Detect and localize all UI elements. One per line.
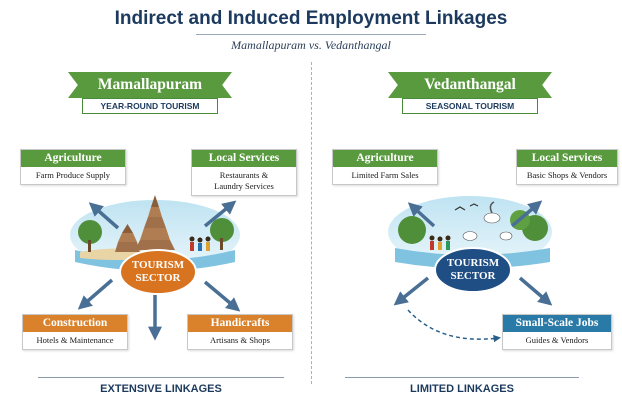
box-title: Construction	[23, 315, 127, 332]
mamallapuram-construction-box: Construction Hotels & Maintenance	[22, 314, 128, 350]
box-title: Small-Scale Jobs	[503, 315, 611, 332]
mamallapuram-local-services-box: Local Services Restaurants & Laundry Ser…	[191, 149, 297, 196]
box-body-line: Restaurants &	[219, 170, 269, 180]
mamallapuram-arrows	[77, 200, 241, 341]
mamallapuram-banner: Mamallapuram YEAR-ROUND TOURISM	[68, 72, 232, 114]
shore-temple-icon	[115, 195, 175, 252]
vedanthangal-arrows	[393, 200, 553, 306]
vedanthangal-agriculture-box: Agriculture Limited Farm Sales	[332, 149, 438, 185]
left-footer-rule	[38, 377, 284, 378]
mamallapuram-sector-label: TOURISM SECTOR	[120, 259, 196, 285]
box-title: Handicrafts	[188, 315, 292, 332]
vedanthangal-small-scale-jobs-box: Small-Scale Jobs Guides & Vendors	[502, 314, 612, 350]
birds-icon	[462, 201, 513, 241]
page-title: Indirect and Induced Employment Linkages	[114, 8, 508, 29]
box-title: Agriculture	[21, 150, 125, 167]
mamallapuram-footer: EXTENSIVE LINKAGES	[100, 383, 222, 395]
tourists-icon	[189, 236, 211, 251]
box-body: Farm Produce Supply	[35, 170, 111, 180]
box-body: Limited Farm Sales	[351, 170, 419, 180]
page-subtitle: Mamallapuram vs. Vedanthangal	[231, 38, 391, 52]
dashed-link-arrow	[407, 309, 501, 343]
box-body: Restaurants & Laundry Services	[192, 167, 296, 195]
box-body: Hotels & Maintenance	[36, 335, 114, 345]
sector-line: TOURISM	[131, 259, 185, 271]
vedanthangal-local-services-box: Local Services Basic Shops & Vendors	[516, 149, 618, 185]
box-body-line: Laundry Services	[214, 181, 274, 191]
birdwatchers-icon	[429, 235, 451, 250]
vedanthangal-banner: Vedanthangal SEASONAL TOURISM	[388, 72, 552, 114]
box-body: Basic Shops & Vendors	[526, 170, 608, 180]
mamallapuram-title: Mamallapuram	[68, 72, 232, 98]
vedanthangal-sector-ellipse	[434, 247, 512, 293]
box-title: Local Services	[517, 150, 617, 167]
vedanthangal-footer: LIMITED LINKAGES	[410, 383, 514, 395]
vedanthangal-title: Vedanthangal	[388, 72, 552, 98]
flying-birds-icon	[454, 203, 479, 211]
sector-line: TOURISM	[446, 257, 500, 269]
mamallapuram-handicrafts-box: Handicrafts Artisans & Shops	[187, 314, 293, 350]
mamallapuram-sector-ellipse	[119, 249, 197, 295]
title-underline	[196, 34, 426, 35]
sector-line: SECTOR	[450, 270, 496, 282]
mamallapuram-agriculture-box: Agriculture Farm Produce Supply	[20, 149, 126, 185]
mamallapuram-tag: YEAR-ROUND TOURISM	[82, 98, 218, 114]
center-divider	[311, 62, 312, 384]
box-title: Agriculture	[333, 150, 437, 167]
mamallapuram-scene	[70, 195, 240, 271]
vedanthangal-tag: SEASONAL TOURISM	[402, 98, 538, 114]
box-body: Guides & Vendors	[525, 335, 589, 345]
box-title: Local Services	[192, 150, 296, 167]
box-body: Artisans & Shops	[210, 335, 270, 345]
sector-line: SECTOR	[135, 272, 181, 284]
right-footer-rule	[345, 377, 579, 378]
vedanthangal-sector-label: TOURISM SECTOR	[435, 257, 511, 283]
